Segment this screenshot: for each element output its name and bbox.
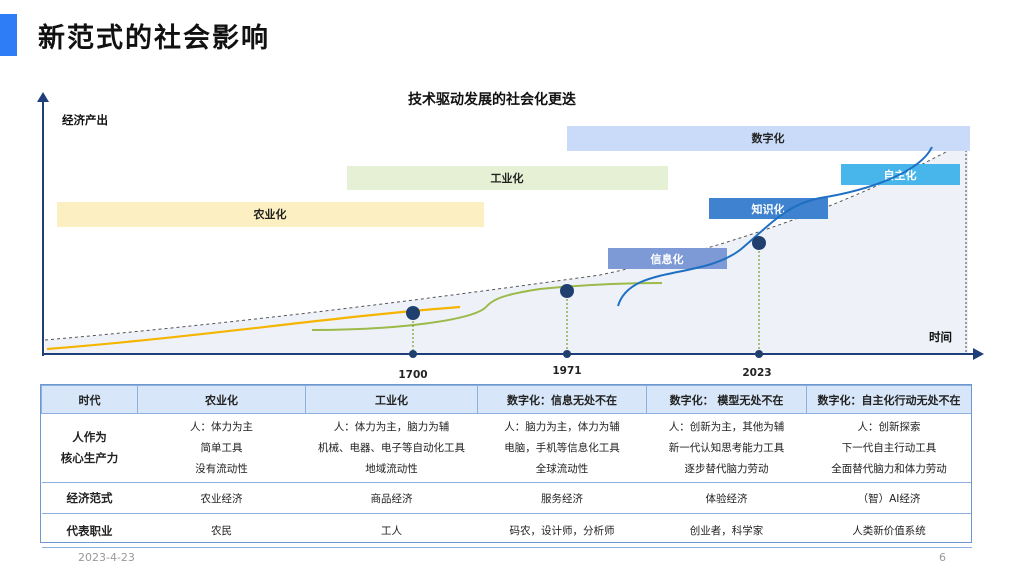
table-cell: 体验经济 <box>646 482 807 514</box>
table-cell: 农业经济 <box>137 482 306 514</box>
table-row-occupation: 代表职业 农民 工人 码农，设计师，分析师 创业者，科学家 人类新价值系统 <box>41 513 972 548</box>
row-label-productivity: 人作为 核心生产力 <box>41 413 138 483</box>
table-row-economy: 经济范式 农业经济 商品经济 服务经济 体验经济 （智）AI经济 <box>41 482 972 514</box>
stage-label-digital: 数字化 <box>752 131 785 145</box>
x-axis-arrow <box>973 348 984 360</box>
industry-curve <box>311 282 663 331</box>
table-row-productivity: 人作为 核心生产力 人：体力为主 简单工具 没有流动性 人：体力为主，脑力为辅 … <box>41 413 972 483</box>
milestone-label-1971: 1971 <box>552 365 581 377</box>
cell-line: 下一代自主行动工具 <box>841 441 937 454</box>
header-digital-info: 数字化：信息无处不在 <box>477 385 647 414</box>
table-cell: 人：创新探索 下一代自主行动工具 全面替代脑力和体力劳动 <box>806 413 972 483</box>
cell-line: 电脑，手机等信息化工具 <box>504 441 620 454</box>
footer-date: 2023-4-23 <box>78 551 135 564</box>
era-comparison-table: 时代 农业化 工业化 数字化：信息无处不在 数字化： 模型无处不在 数字化：自主… <box>41 385 972 548</box>
cell-line: 新一代认知思考能力工具 <box>668 441 785 454</box>
milestone-label-1700: 1700 <box>398 369 427 381</box>
stage-box-info <box>608 248 727 269</box>
table-cell: 人：体力为主，脑力为辅 机械、电器、电子等自动化工具 地域流动性 <box>305 413 478 483</box>
header-industry: 工业化 <box>305 385 478 414</box>
stage-box-knowledge <box>709 198 828 219</box>
header-era: 时代 <box>41 385 138 414</box>
stage-band-digital <box>567 126 970 151</box>
milestone-dot-2023 <box>752 236 766 250</box>
evolution-diagram: 农业化 工业化 数字化 信息化 知识化 自主化 技术驱动发展的社会化更迭 经济产… <box>37 91 984 381</box>
stage-band-agri <box>57 202 484 227</box>
axis-tick-1971 <box>563 350 571 358</box>
header-digital-model: 数字化： 模型无处不在 <box>646 385 807 414</box>
digital-curve <box>617 146 933 307</box>
output-trend-line <box>44 139 969 341</box>
cell-line: 人：创新为主，其他为辅 <box>668 420 785 433</box>
table-cell: 人类新价值系统 <box>806 513 972 548</box>
table-header-row: 时代 农业化 工业化 数字化：信息无处不在 数字化： 模型无处不在 数字化：自主… <box>41 385 972 414</box>
cell-line: 人：脑力为主，体力为辅 <box>504 420 620 433</box>
row-label-line: 人作为 <box>72 430 107 444</box>
output-trend-area <box>45 140 968 354</box>
row-label-occupation: 代表职业 <box>41 513 138 548</box>
row-label-economy: 经济范式 <box>41 482 138 514</box>
cell-line: 地域流动性 <box>365 462 418 475</box>
table-cell: 人：脑力为主，体力为辅 电脑，手机等信息化工具 全球流动性 <box>477 413 647 483</box>
table-cell: （智）AI经济 <box>806 482 972 514</box>
cell-line: 全球流动性 <box>535 462 589 475</box>
x-axis-label: 时间 <box>929 330 952 344</box>
cell-line: 没有流动性 <box>195 462 248 475</box>
stage-band-industry <box>347 166 668 190</box>
cell-line: 机械、电器、电子等自动化工具 <box>318 441 465 454</box>
page-title: 新范式的社会影响 <box>38 23 270 54</box>
stage-label-agri: 农业化 <box>253 207 287 221</box>
table-cell: 创业者，科学家 <box>646 513 807 548</box>
diagram-title: 技术驱动发展的社会化更迭 <box>408 91 576 108</box>
cell-line: 全面替代脑力和体力劳动 <box>831 462 947 475</box>
table-cell: 工人 <box>305 513 478 548</box>
row-label-line: 核心生产力 <box>60 451 119 465</box>
cell-line: 简单工具 <box>200 441 243 454</box>
axis-tick-1700 <box>409 350 417 358</box>
cell-line: 人：创新探索 <box>857 420 921 433</box>
y-axis-label: 经济产出 <box>62 113 108 127</box>
table-cell: 码农，设计师，分析师 <box>477 513 647 548</box>
stage-label-info: 信息化 <box>651 252 684 266</box>
stage-label-industry: 工业化 <box>491 171 524 185</box>
cell-line: 人：体力为主，脑力为辅 <box>333 420 450 433</box>
table-cell: 服务经济 <box>477 482 647 514</box>
table-cell: 人：创新为主，其他为辅 新一代认知思考能力工具 逐步替代脑力劳动 <box>646 413 807 483</box>
cell-line: 人：体力为主 <box>190 420 253 433</box>
table-cell: 商品经济 <box>305 482 478 514</box>
header-agri: 农业化 <box>137 385 306 414</box>
axis-tick-2023 <box>755 350 763 358</box>
table-cell: 人：体力为主 简单工具 没有流动性 <box>137 413 306 483</box>
header-digital-autonomous: 数字化：自主化行动无处不在 <box>806 385 972 414</box>
title-accent-bar <box>0 14 17 56</box>
page-number: 6 <box>939 551 946 564</box>
y-axis-arrow <box>37 92 49 102</box>
milestone-dot-1971 <box>560 284 574 298</box>
milestone-label-2023: 2023 <box>742 367 771 379</box>
stage-label-knowledge: 知识化 <box>751 202 785 216</box>
milestone-dot-1700 <box>406 306 420 320</box>
cell-line: 逐步替代脑力劳动 <box>684 462 769 475</box>
table-cell: 农民 <box>137 513 306 548</box>
